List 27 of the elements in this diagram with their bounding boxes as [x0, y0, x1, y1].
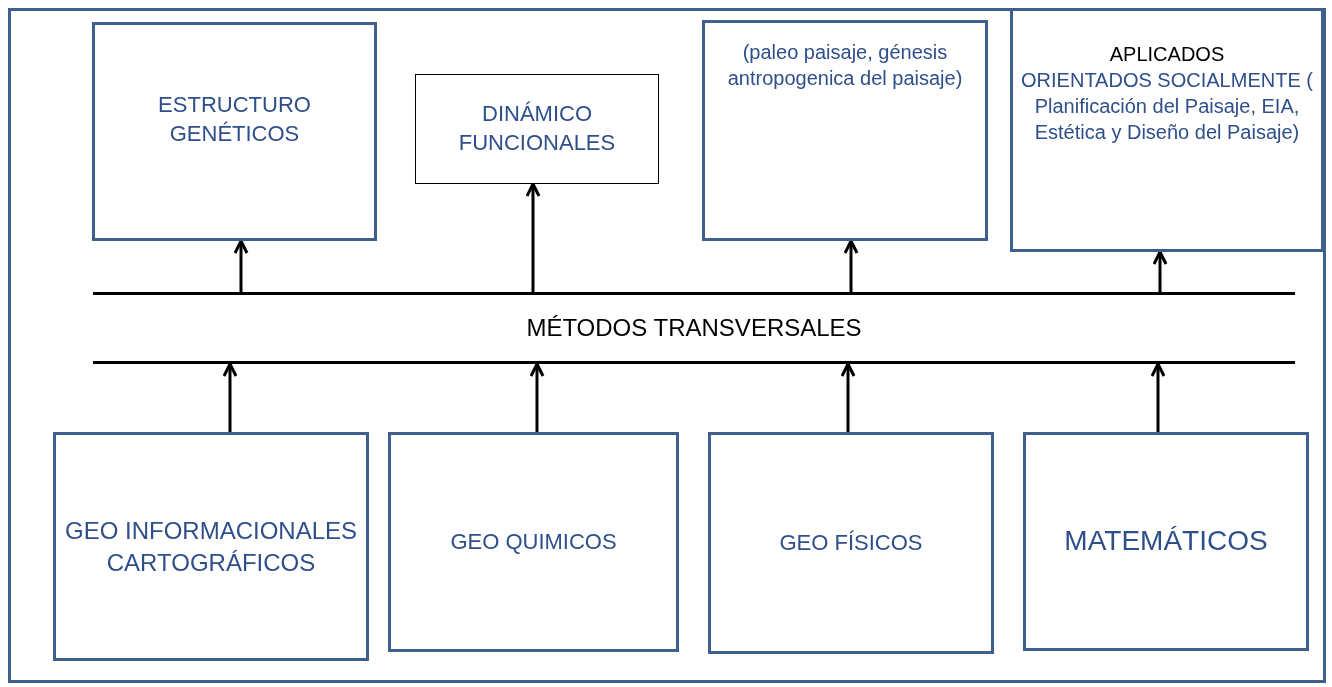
arrow [840, 362, 856, 432]
box-label: APLICADOS [1109, 42, 1225, 67]
band [93, 292, 1295, 364]
box-label: GEO QUIMICOS [450, 527, 617, 556]
arrow [1152, 250, 1168, 292]
category-box [708, 432, 994, 654]
arrow [843, 239, 859, 292]
arrow [233, 239, 249, 292]
arrow [222, 362, 238, 432]
category-box [1023, 432, 1309, 651]
category-box [388, 432, 679, 652]
arrow [529, 362, 545, 432]
category-box [53, 432, 369, 661]
category-box [1010, 8, 1324, 252]
category-box [415, 74, 659, 184]
box-label: ESTRUCTURO GENÉTICOS [157, 91, 312, 148]
category-box [702, 20, 988, 241]
box-label: DINÁMICO FUNCIONALES [457, 100, 617, 157]
box-label: MATEMÁTICOS [1064, 524, 1268, 559]
box-label: GEO INFORMACIONALES CARTOGRÁFICOS [64, 516, 358, 578]
arrow [525, 182, 541, 292]
box-label: MÉTODOS TRANSVERSALES [526, 313, 862, 344]
box-label: ORIENTADOS SOCIALMENTE ( Planificación del Paisaje, EIA, Estética y Diseño del Paisaje) [1021, 68, 1313, 145]
category-box [92, 22, 377, 241]
arrow [1150, 362, 1166, 432]
box-label: (paleo paisaje, génesis antropogenica del paisaje) [726, 40, 964, 91]
box-label: GEO FÍSICOS [779, 528, 923, 557]
